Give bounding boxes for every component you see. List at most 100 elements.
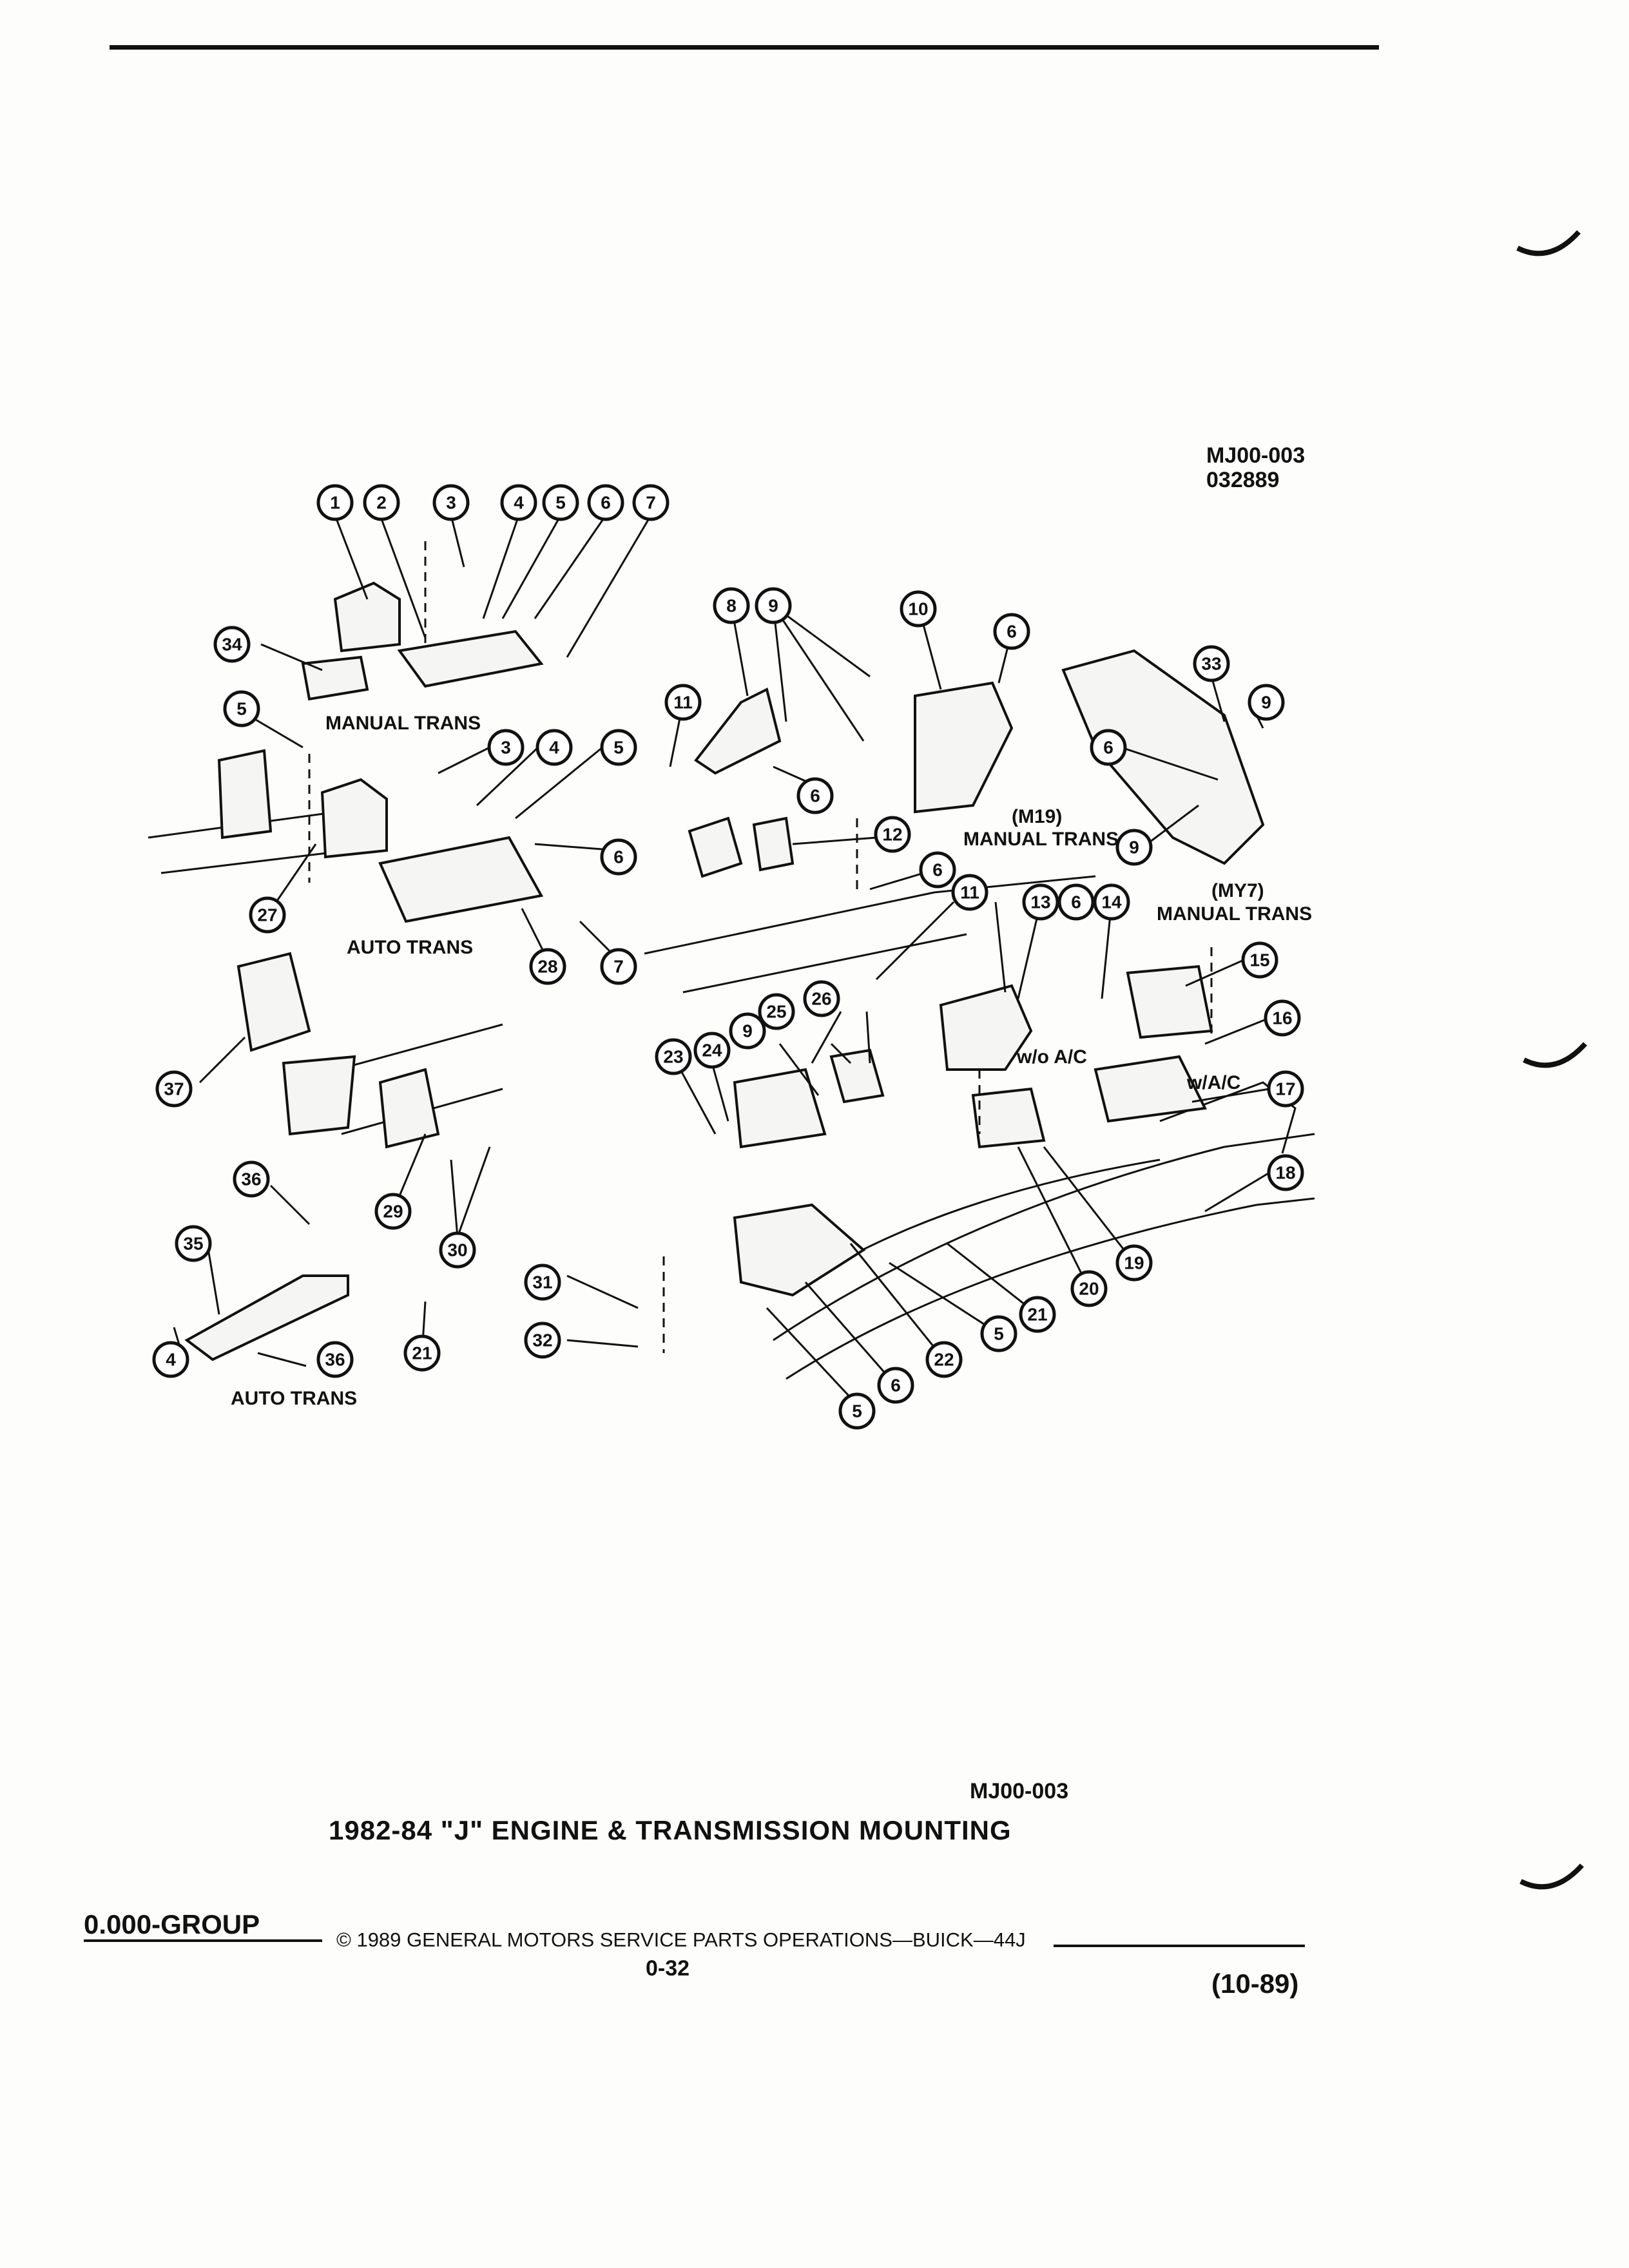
svg-text:31: 31 bbox=[532, 1273, 552, 1293]
svg-text:4: 4 bbox=[166, 1350, 176, 1370]
svg-text:34: 34 bbox=[222, 635, 242, 655]
callout-21b: 21 bbox=[403, 1334, 441, 1372]
manual-trans-upper-mount bbox=[301, 581, 544, 701]
svg-text:28: 28 bbox=[537, 957, 557, 977]
svg-text:13: 13 bbox=[1030, 892, 1050, 912]
callout-1: 1 bbox=[316, 484, 354, 521]
callout-5e: 5 bbox=[838, 1392, 876, 1430]
callout-9b: 9 bbox=[1248, 684, 1285, 721]
svg-text:5: 5 bbox=[555, 493, 566, 513]
callout-13: 13 bbox=[1022, 883, 1059, 921]
svg-text:9: 9 bbox=[1129, 838, 1139, 858]
callout-25: 25 bbox=[758, 993, 795, 1030]
callout-33: 33 bbox=[1193, 645, 1230, 682]
svg-text:6: 6 bbox=[601, 493, 611, 513]
binder-mark-middle bbox=[1523, 1042, 1587, 1068]
top-rule bbox=[110, 45, 1379, 50]
label-auto-trans-center: AUTO TRANS bbox=[347, 937, 473, 958]
footer-page-number: 0-32 bbox=[646, 1956, 690, 1981]
label-m19: (M19) bbox=[1012, 806, 1062, 827]
svg-text:6: 6 bbox=[1071, 892, 1081, 912]
svg-text:30: 30 bbox=[447, 1240, 467, 1260]
figure-title: 1982-84 "J" ENGINE & TRANSMISSION MOUNTI… bbox=[329, 1815, 1012, 1845]
label-manual-trans-upper: MANUAL TRANS bbox=[325, 713, 481, 734]
callout-3b: 3 bbox=[487, 729, 525, 766]
callout-36b: 36 bbox=[316, 1341, 354, 1378]
svg-text:11: 11 bbox=[673, 693, 693, 713]
callout-6e: 6 bbox=[919, 851, 956, 889]
callout-5c: 5 bbox=[223, 690, 260, 727]
callout-17: 17 bbox=[1267, 1070, 1304, 1108]
leader-lines bbox=[173, 515, 1270, 1406]
footer-rule-right bbox=[1054, 1945, 1305, 1947]
callout-21a: 21 bbox=[1019, 1296, 1056, 1333]
callout-8: 8 bbox=[713, 587, 750, 624]
svg-text:26: 26 bbox=[811, 989, 831, 1009]
callout-5b: 5 bbox=[600, 729, 637, 766]
callout-16: 16 bbox=[1264, 999, 1301, 1037]
label-my7: (MY7) bbox=[1211, 880, 1264, 901]
svg-text:6: 6 bbox=[1103, 738, 1113, 758]
svg-text:7: 7 bbox=[613, 957, 624, 977]
svg-text:24: 24 bbox=[702, 1041, 722, 1061]
svg-text:32: 32 bbox=[532, 1331, 552, 1350]
callout-10: 10 bbox=[900, 590, 937, 628]
svg-text:27: 27 bbox=[257, 905, 277, 925]
center-bracket-mount bbox=[688, 687, 795, 878]
callout-7b: 7 bbox=[600, 948, 637, 985]
callout-9d: 9 bbox=[729, 1012, 766, 1050]
callout-14: 14 bbox=[1093, 883, 1130, 921]
callout-4c: 4 bbox=[152, 1341, 189, 1378]
svg-text:5: 5 bbox=[852, 1401, 862, 1421]
svg-text:6: 6 bbox=[810, 786, 820, 806]
callout-22: 22 bbox=[925, 1341, 963, 1378]
figure-code: MJ00-003 bbox=[970, 1779, 1069, 1803]
svg-text:3: 3 bbox=[501, 738, 511, 758]
svg-text:6: 6 bbox=[1007, 622, 1017, 642]
svg-text:19: 19 bbox=[1124, 1253, 1144, 1273]
footer-rule-left bbox=[84, 1939, 322, 1942]
diagram-date-code: 032889 bbox=[1206, 468, 1280, 492]
callout-6d: 6 bbox=[796, 777, 834, 814]
callout-34: 34 bbox=[213, 626, 251, 663]
callout-11b: 11 bbox=[951, 874, 988, 911]
svg-text:6: 6 bbox=[932, 860, 943, 880]
svg-text:15: 15 bbox=[1249, 950, 1269, 970]
svg-text:20: 20 bbox=[1079, 1279, 1099, 1299]
svg-text:36: 36 bbox=[325, 1350, 345, 1370]
svg-text:36: 36 bbox=[241, 1169, 261, 1189]
callout-6h: 6 bbox=[877, 1367, 914, 1404]
callout-12: 12 bbox=[874, 816, 911, 853]
callout-19: 19 bbox=[1115, 1244, 1153, 1282]
callout-6: 6 bbox=[587, 484, 624, 521]
svg-text:2: 2 bbox=[376, 493, 387, 513]
callout-15: 15 bbox=[1241, 941, 1278, 979]
callout-31: 31 bbox=[524, 1264, 561, 1301]
footer-revision: (10-89) bbox=[1211, 1968, 1299, 1999]
svg-text:4: 4 bbox=[514, 493, 524, 513]
callout-23: 23 bbox=[655, 1038, 692, 1075]
callout-36a: 36 bbox=[233, 1160, 270, 1198]
label-without-ac: w/o A/C bbox=[1016, 1046, 1087, 1068]
m19-bracket bbox=[914, 681, 1014, 814]
svg-text:6: 6 bbox=[891, 1376, 901, 1396]
callout-27: 27 bbox=[249, 896, 286, 934]
rear-mount-assembly bbox=[236, 952, 440, 1149]
svg-text:8: 8 bbox=[726, 596, 737, 616]
torque-strut bbox=[184, 1274, 349, 1361]
callout-6g: 6 bbox=[1057, 883, 1095, 921]
svg-text:5: 5 bbox=[994, 1324, 1004, 1344]
svg-text:22: 22 bbox=[934, 1350, 954, 1370]
callout-6c: 6 bbox=[993, 613, 1030, 650]
svg-text:7: 7 bbox=[646, 493, 656, 513]
callout-37: 37 bbox=[155, 1070, 193, 1108]
svg-text:29: 29 bbox=[383, 1202, 403, 1222]
svg-text:5: 5 bbox=[236, 699, 247, 719]
svg-text:11: 11 bbox=[960, 883, 979, 903]
svg-text:9: 9 bbox=[768, 596, 778, 616]
binder-mark-bottom bbox=[1519, 1863, 1584, 1890]
callout-7: 7 bbox=[632, 484, 670, 521]
callout-18: 18 bbox=[1267, 1154, 1304, 1191]
svg-text:5: 5 bbox=[613, 738, 624, 758]
